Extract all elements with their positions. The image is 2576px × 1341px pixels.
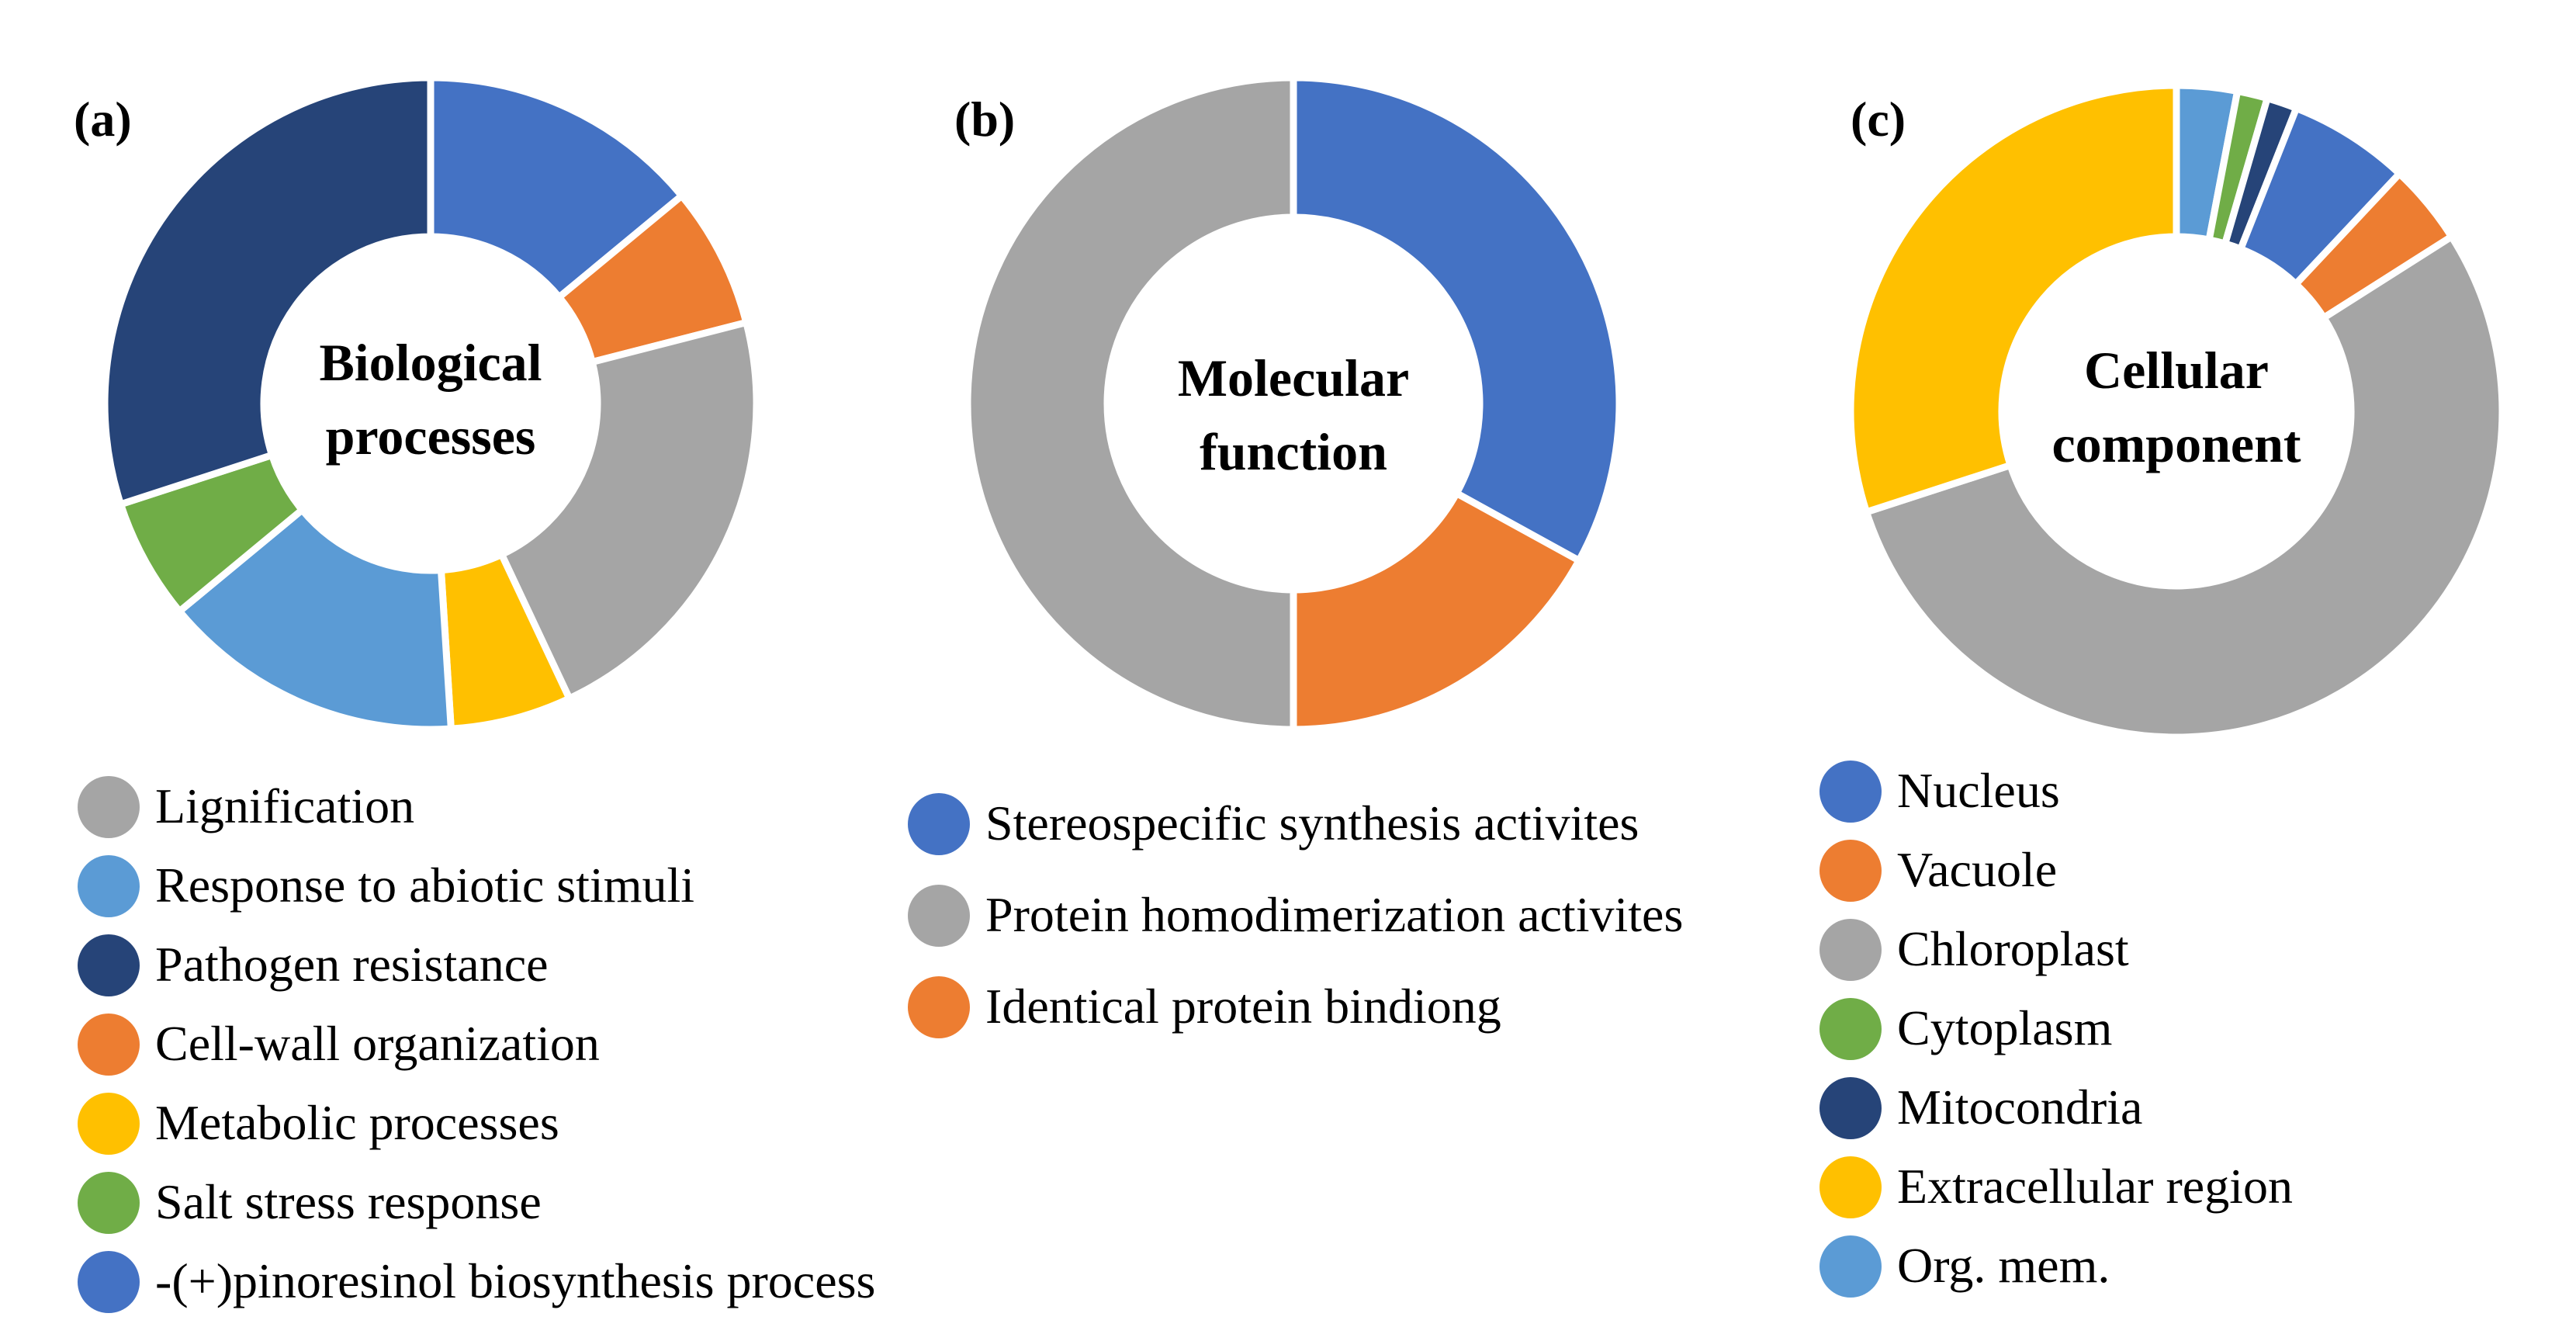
- legend-label-org-mem: Org. mem.: [1897, 1238, 2110, 1293]
- center-label-b-line1: Molecular: [1178, 348, 1409, 407]
- slice-stereospecific-synthesis-activites: [1290, 74, 1623, 566]
- legend-label-cytoplasm: Cytoplasm: [1897, 1000, 2112, 1055]
- legend-swatch-mitocondria: [1819, 1077, 1882, 1139]
- legend-swatch-nucleus: [1819, 761, 1882, 823]
- legend-label-nucleus: Nucleus: [1897, 763, 2060, 818]
- slice-extracellular-region: [1847, 81, 2180, 517]
- legend-label-mitocondria: Mitocondria: [1897, 1079, 2142, 1135]
- panel-b: (b) Molecular function Stereospecific sy…: [908, 74, 1683, 1038]
- legend-label-response-to-abiotic-stimuli: Response to abiotic stimuli: [155, 858, 694, 913]
- legend-swatch-stereospecific-synthesis-activites: [908, 793, 970, 855]
- legend-swatch-cytoplasm: [1819, 998, 1882, 1060]
- legend-swatch-lignification: [78, 776, 140, 838]
- legend-swatch-response-to-abiotic-stimuli: [78, 855, 140, 917]
- slice-pinoresinol-biosynthesis-process: [427, 74, 687, 303]
- legend-swatch-protein-homodimerization-activites: [908, 885, 970, 947]
- panel-label-b: (b): [954, 92, 1015, 147]
- slice-lignification: [497, 318, 760, 704]
- legend-swatch-pinoresinol-biosynthesis-process: [78, 1251, 140, 1313]
- legend-label-pathogen-resistance: Pathogen resistance: [155, 937, 549, 992]
- panel-a: (a) Biological processes LignificationRe…: [74, 74, 875, 1313]
- legend-label-metabolic-processes: Metabolic processes: [155, 1095, 559, 1150]
- legend-label-pinoresinol-biosynthesis-process: -(+)pinoresinol biosynthesis process: [155, 1253, 875, 1308]
- center-label-a-line2: processes: [326, 407, 536, 466]
- center-label-c-line2: component: [2051, 414, 2301, 473]
- panel-label-c: (c): [1851, 92, 1906, 147]
- slice-identical-protein-bindiong: [1290, 488, 1584, 733]
- legend-c: NucleusVacuoleChloroplastCytoplasmMitoco…: [1819, 761, 2293, 1298]
- legend-swatch-cell-wall-organization: [78, 1014, 140, 1076]
- legend-swatch-chloroplast: [1819, 919, 1882, 981]
- legend-swatch-metabolic-processes: [78, 1093, 140, 1155]
- legend-swatch-identical-protein-bindiong: [908, 976, 970, 1038]
- legend-label-extracellular-region: Extracellular region: [1897, 1159, 2293, 1214]
- slice-protein-homodimerization-activites: [964, 74, 1297, 733]
- legend-label-vacuole: Vacuole: [1897, 842, 2057, 897]
- panel-c: (c) Cellular component NucleusVacuoleChl…: [1819, 81, 2506, 1298]
- legend-b: Stereospecific synthesis activitesProtei…: [908, 793, 1683, 1038]
- legend-swatch-pathogen-resistance: [78, 934, 140, 996]
- legend-label-chloroplast: Chloroplast: [1897, 921, 2129, 976]
- legend-label-identical-protein-bindiong: Identical protein bindiong: [985, 979, 1501, 1034]
- donut-c: [1847, 81, 2506, 741]
- slice-chloroplast: [1861, 231, 2506, 741]
- legend-label-stereospecific-synthesis-activites: Stereospecific synthesis activites: [985, 795, 1639, 851]
- legend-label-protein-homodimerization-activites: Protein homodimerization activites: [985, 887, 1683, 942]
- legend-label-salt-stress-response: Salt stress response: [155, 1174, 542, 1229]
- center-label-a-line1: Biological: [319, 333, 542, 392]
- legend-swatch-extracellular-region: [1819, 1156, 1882, 1218]
- donut-b: [964, 74, 1623, 733]
- legend-label-lignification: Lignification: [155, 778, 414, 833]
- slice-pathogen-resistance: [101, 74, 435, 509]
- center-label-b-line2: function: [1200, 422, 1387, 481]
- legend-swatch-org-mem: [1819, 1235, 1882, 1298]
- legend-swatch-vacuole: [1819, 840, 1882, 902]
- donut-a: [101, 74, 760, 733]
- center-label-c-line1: Cellular: [2084, 341, 2269, 400]
- slice-response-to-abiotic-stimuli: [175, 504, 455, 733]
- legend-label-cell-wall-organization: Cell-wall organization: [155, 1016, 600, 1071]
- panel-label-a: (a): [74, 92, 132, 147]
- legend-swatch-salt-stress-response: [78, 1172, 140, 1234]
